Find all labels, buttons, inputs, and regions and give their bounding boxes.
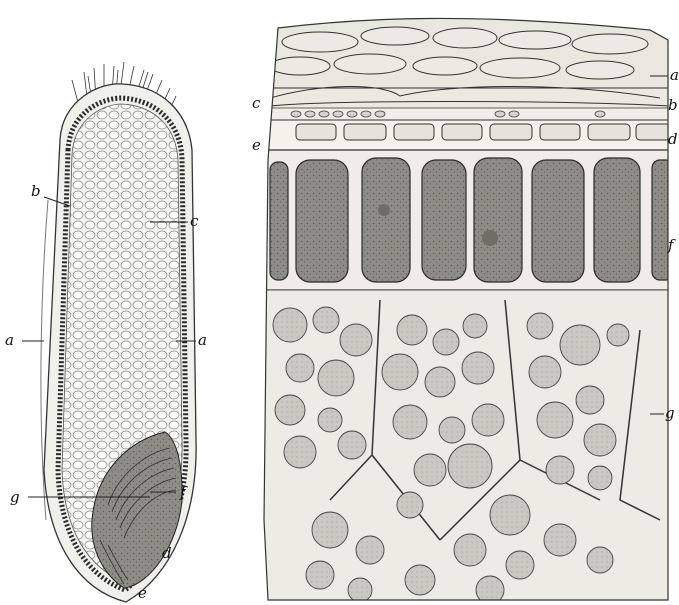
starch-endosperm xyxy=(264,290,674,605)
label-left-c: c xyxy=(190,212,199,230)
cross-cell-layer xyxy=(264,86,674,110)
label-right-e: e xyxy=(252,136,261,154)
label-left-e: e xyxy=(138,584,147,602)
label-right-a: a xyxy=(670,66,679,84)
tissue-section xyxy=(260,10,679,605)
label-right-b: b xyxy=(668,96,678,114)
label-right-f: f xyxy=(667,236,676,254)
label-right-c: c xyxy=(252,94,261,112)
label-left-b: b xyxy=(31,182,41,200)
tube-cell-layer xyxy=(264,108,674,120)
label-left-a-left: a xyxy=(5,331,14,349)
label-left-d: d xyxy=(162,544,172,562)
aleurone-layer xyxy=(264,150,674,290)
label-left-g: g xyxy=(10,488,20,506)
pericarp-layer xyxy=(264,18,674,90)
label-right-d: d xyxy=(668,130,678,148)
grain-section xyxy=(41,62,196,602)
label-right-g: g xyxy=(665,404,675,422)
seed-coat-band xyxy=(264,120,674,150)
label-left-a-right: a xyxy=(198,331,207,349)
